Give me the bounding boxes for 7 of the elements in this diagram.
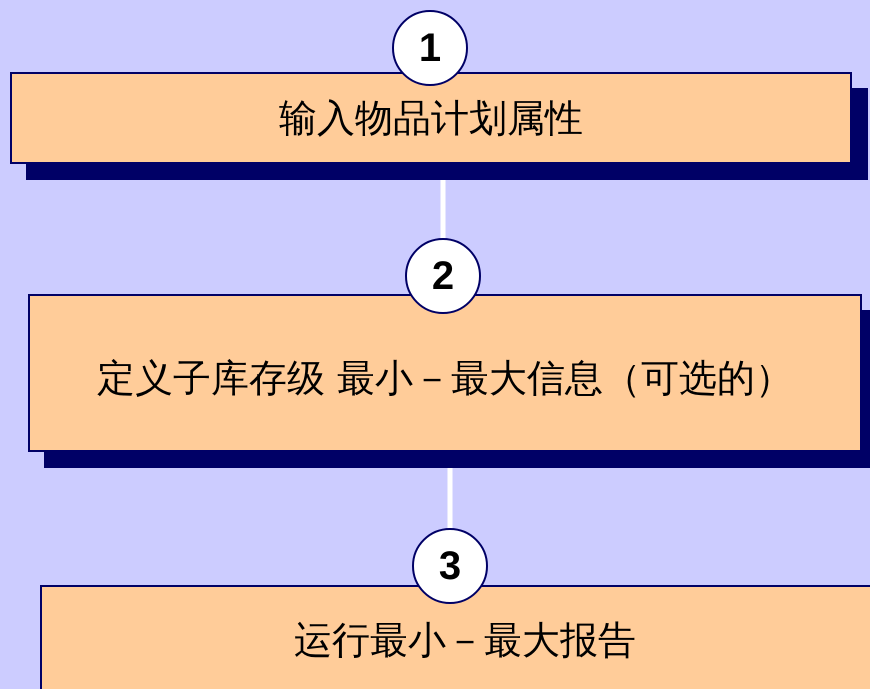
- step-text: 运行最小－最大报告: [294, 616, 636, 664]
- step-number: 1: [418, 26, 442, 70]
- step-number: 2: [432, 254, 454, 298]
- step-number: 3: [438, 544, 462, 588]
- step-text: 输入物品计划属性: [279, 94, 583, 142]
- step-box: [40, 585, 870, 689]
- step-text: 定义子库存级 最小－最大信息（可选的）: [96, 354, 794, 402]
